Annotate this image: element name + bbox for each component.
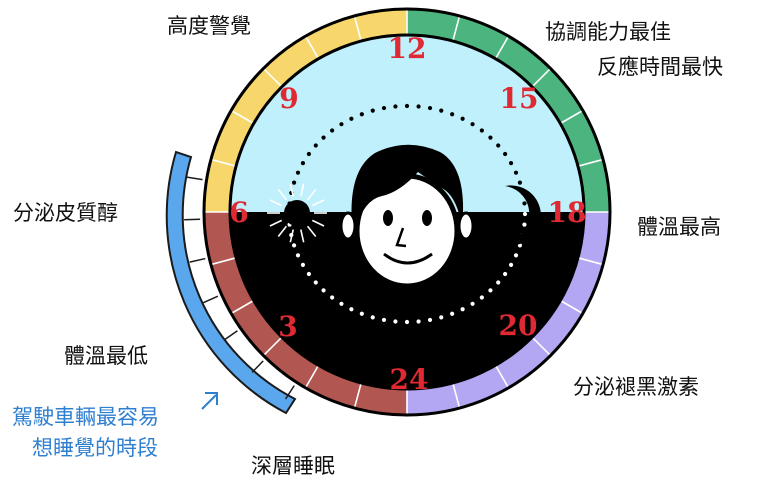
inner-night-half (230, 212, 584, 389)
hour-label-9: 9 (279, 82, 298, 115)
label-best-coordination: 協調能力最佳 (545, 20, 671, 44)
drowsy-arc-ticks (184, 176, 295, 400)
label-drowsy-driving-line1: 駕駛車輛最容易 (12, 405, 159, 429)
label-drowsy-driving-line2: 想睡覺的時段 (32, 436, 158, 460)
label-fastest-reaction: 反應時間最快 (597, 55, 723, 79)
label-melatonin-secretion: 分泌褪黑激素 (573, 375, 699, 399)
drowsy-driving-arc (165, 150, 297, 415)
ring-tick-lines (204, 9, 610, 415)
label-cortisol-secretion: 分泌皮質醇 (13, 201, 118, 225)
inner-day-half (230, 35, 584, 212)
label-high-alertness: 高度警覺 (167, 14, 251, 38)
hour-label-12: 12 (388, 32, 427, 65)
ring-outer-border (202, 7, 612, 417)
hour-label-3: 3 (278, 310, 297, 343)
hour-label-18: 18 (548, 196, 587, 229)
label-deep-sleep: 深層睡眠 (251, 454, 335, 478)
hour-label-24: 24 (390, 363, 429, 396)
person-face-icon (339, 144, 475, 289)
hour-numbers: 12 15 18 20 24 3 6 9 (229, 32, 586, 396)
hour-label-6: 6 (229, 196, 248, 229)
diagonal-arrow-icon (201, 392, 218, 410)
label-lowest-body-temp: 體溫最低 (64, 344, 148, 368)
crescent-moon-icon (497, 185, 541, 246)
sun-icon (267, 183, 327, 243)
inner-disc-border (228, 33, 586, 391)
hour-label-15: 15 (500, 82, 539, 115)
hour-label-20: 20 (499, 309, 538, 342)
label-highest-body-temp: 體溫最高 (637, 215, 721, 239)
